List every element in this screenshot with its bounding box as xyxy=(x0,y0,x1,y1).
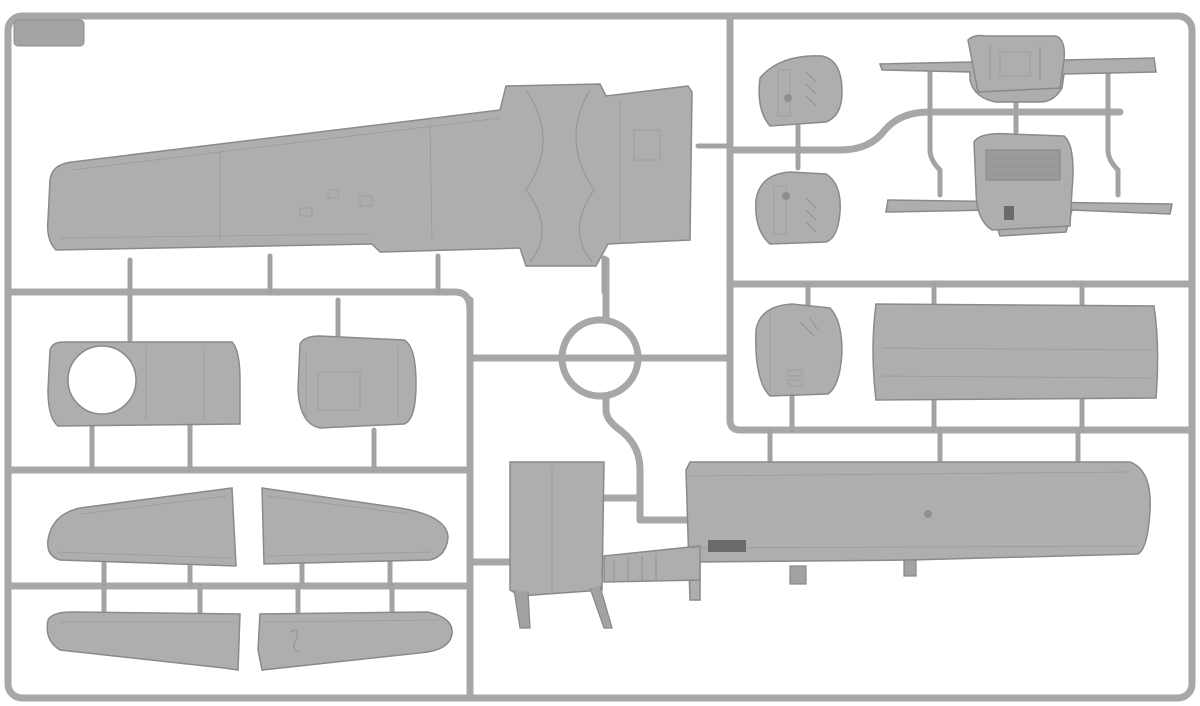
fuselage-panel-part xyxy=(872,303,1159,401)
sprue-number-tag xyxy=(13,19,85,47)
gear-door-part-2 xyxy=(755,171,841,245)
elevator-right-part xyxy=(257,611,453,671)
flap-part xyxy=(509,461,613,629)
nacelle-part xyxy=(47,341,241,427)
cowl-part xyxy=(297,335,417,429)
gates xyxy=(89,67,1121,617)
wing-top-part xyxy=(46,83,693,267)
gear-door-part-1 xyxy=(758,55,843,127)
wing-lower-part xyxy=(603,461,1151,601)
elevator-left-part xyxy=(46,611,241,671)
bulkhead-top-part xyxy=(878,34,1157,103)
tailplane-left-part xyxy=(47,487,237,567)
bulkhead-bottom-part xyxy=(885,132,1173,237)
tailplane-right-part xyxy=(261,487,449,565)
gear-door-part-3 xyxy=(755,303,843,397)
